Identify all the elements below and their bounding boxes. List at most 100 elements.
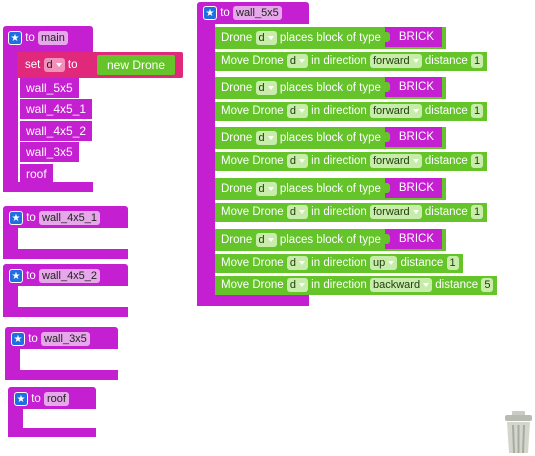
star-icon[interactable]: ★: [8, 30, 22, 45]
chevron-down-icon: [412, 159, 419, 164]
call-label: wall_5x5: [26, 81, 73, 95]
place-label: places block of type: [279, 234, 381, 246]
proc-side-bg: [8, 407, 23, 431]
star-icon[interactable]: ★: [9, 210, 23, 225]
drone-var-dropdown[interactable]: d: [255, 81, 277, 95]
direction-dropdown[interactable]: forward: [370, 205, 422, 219]
drone-move-block[interactable]: Move Drone d in direction up distance 1: [215, 254, 463, 273]
block-type-dropdown[interactable]: BRICK: [384, 229, 443, 249]
place-prefix: Drone: [221, 32, 253, 44]
chevron-down-icon: [298, 159, 305, 164]
star-icon[interactable]: ★: [203, 5, 217, 20]
drone-var-value: d: [289, 279, 296, 291]
drone-move-block[interactable]: Move Drone d in direction forward distan…: [215, 203, 488, 222]
drone-move-block[interactable]: Move Drone d in direction forward distan…: [215, 102, 488, 121]
drone-var-value: d: [258, 82, 265, 94]
procedure-main-foot: [3, 182, 93, 192]
to-label: to: [28, 333, 38, 345]
procedure-name[interactable]: roof: [44, 392, 69, 406]
drone-move-block[interactable]: Move Drone d in direction forward distan…: [215, 52, 488, 71]
drone-var-dropdown[interactable]: d: [255, 131, 277, 145]
distance-input[interactable]: 1: [470, 205, 484, 219]
distance-input[interactable]: 1: [470, 154, 484, 168]
direction-dropdown[interactable]: backward: [370, 278, 433, 292]
block-type-dropdown[interactable]: BRICK: [384, 77, 443, 97]
distance-input[interactable]: 5: [481, 278, 494, 292]
trash-can-icon[interactable]: [502, 410, 535, 454]
block-type-value: BRICK: [398, 31, 435, 43]
block-type-dropdown[interactable]: BRICK: [384, 127, 443, 147]
procedure-name[interactable]: wall_3x5: [41, 332, 90, 346]
block-type-dropdown[interactable]: BRICK: [384, 27, 443, 47]
direction-label: in direction: [311, 105, 367, 117]
proc-foot-bg: [5, 370, 118, 380]
drone-var-dropdown[interactable]: d: [286, 278, 308, 292]
call-wall-5x5[interactable]: wall_5x5: [20, 78, 79, 98]
call-label: wall_4x5_2: [26, 124, 87, 138]
move-prefix: Move Drone: [221, 105, 284, 117]
procedure-wall-5x5-side: [197, 22, 215, 299]
proc-side-bg: [3, 226, 18, 251]
direction-dropdown[interactable]: forward: [370, 154, 422, 168]
drone-var-dropdown[interactable]: d: [286, 54, 308, 68]
block-type-value: BRICK: [398, 131, 435, 143]
drone-var-dropdown[interactable]: d: [286, 256, 308, 270]
call-roof[interactable]: roof: [20, 164, 53, 184]
distance-input[interactable]: 1: [470, 54, 484, 68]
distance-input[interactable]: 1: [446, 256, 459, 270]
chevron-down-icon: [298, 283, 305, 288]
call-wall-4x5-2[interactable]: wall_4x5_2: [20, 121, 93, 141]
set-to-label: to: [67, 59, 78, 71]
procedure-main-header: ★ to main: [8, 30, 68, 46]
chevron-down-icon: [267, 238, 274, 243]
direction-label: in direction: [311, 155, 367, 167]
set-var-value: d: [46, 59, 53, 71]
new-drone-block[interactable]: new Drone: [97, 55, 175, 75]
procedure-wall-5x5-foot: [197, 295, 309, 306]
chevron-down-icon: [412, 59, 419, 64]
star-icon[interactable]: ★: [14, 391, 28, 406]
drone-move-block[interactable]: Move Drone d in direction backward dista…: [215, 276, 498, 295]
new-drone-label: new Drone: [106, 58, 166, 72]
drone-var-dropdown[interactable]: d: [286, 104, 308, 118]
procedure-name[interactable]: wall_4x5_1: [39, 211, 101, 225]
drone-var-dropdown[interactable]: d: [286, 205, 308, 219]
direction-dropdown[interactable]: forward: [370, 54, 422, 68]
move-prefix: Move Drone: [221, 279, 284, 291]
chevron-down-icon: [267, 86, 274, 91]
place-prefix: Drone: [221, 234, 253, 246]
distance-label: distance: [400, 257, 444, 269]
drone-var-dropdown[interactable]: d: [255, 233, 277, 247]
drone-var-dropdown[interactable]: d: [255, 182, 277, 196]
procedure-name[interactable]: main: [38, 31, 68, 45]
direction-value: forward: [373, 206, 410, 218]
star-icon[interactable]: ★: [9, 268, 23, 283]
set-var-dropdown[interactable]: d: [43, 58, 65, 72]
proc-header: ★ to wall_3x5: [11, 331, 90, 347]
proc-foot-bg: [3, 249, 128, 259]
procedure-name[interactable]: wall_4x5_2: [39, 269, 101, 283]
move-prefix: Move Drone: [221, 206, 284, 218]
direction-label: in direction: [311, 206, 367, 218]
direction-dropdown[interactable]: forward: [370, 104, 422, 118]
distance-input[interactable]: 1: [470, 104, 484, 118]
drone-var-dropdown[interactable]: d: [255, 31, 277, 45]
place-label: places block of type: [279, 132, 381, 144]
proc-header: ★ to roof: [14, 391, 69, 407]
direction-value: backward: [373, 279, 421, 291]
call-wall-4x5-1[interactable]: wall_4x5_1: [20, 99, 93, 119]
block-type-dropdown[interactable]: BRICK: [384, 178, 443, 198]
star-icon[interactable]: ★: [11, 331, 25, 346]
proc-header: ★ to wall_4x5_2: [9, 268, 101, 284]
call-wall-3x5[interactable]: wall_3x5: [20, 142, 79, 162]
direction-dropdown[interactable]: up: [370, 256, 398, 270]
drone-var-dropdown[interactable]: d: [286, 154, 308, 168]
procedure-name[interactable]: wall_5x5: [233, 6, 282, 20]
drone-move-block[interactable]: Move Drone d in direction forward distan…: [215, 152, 488, 171]
distance-label: distance: [435, 279, 479, 291]
